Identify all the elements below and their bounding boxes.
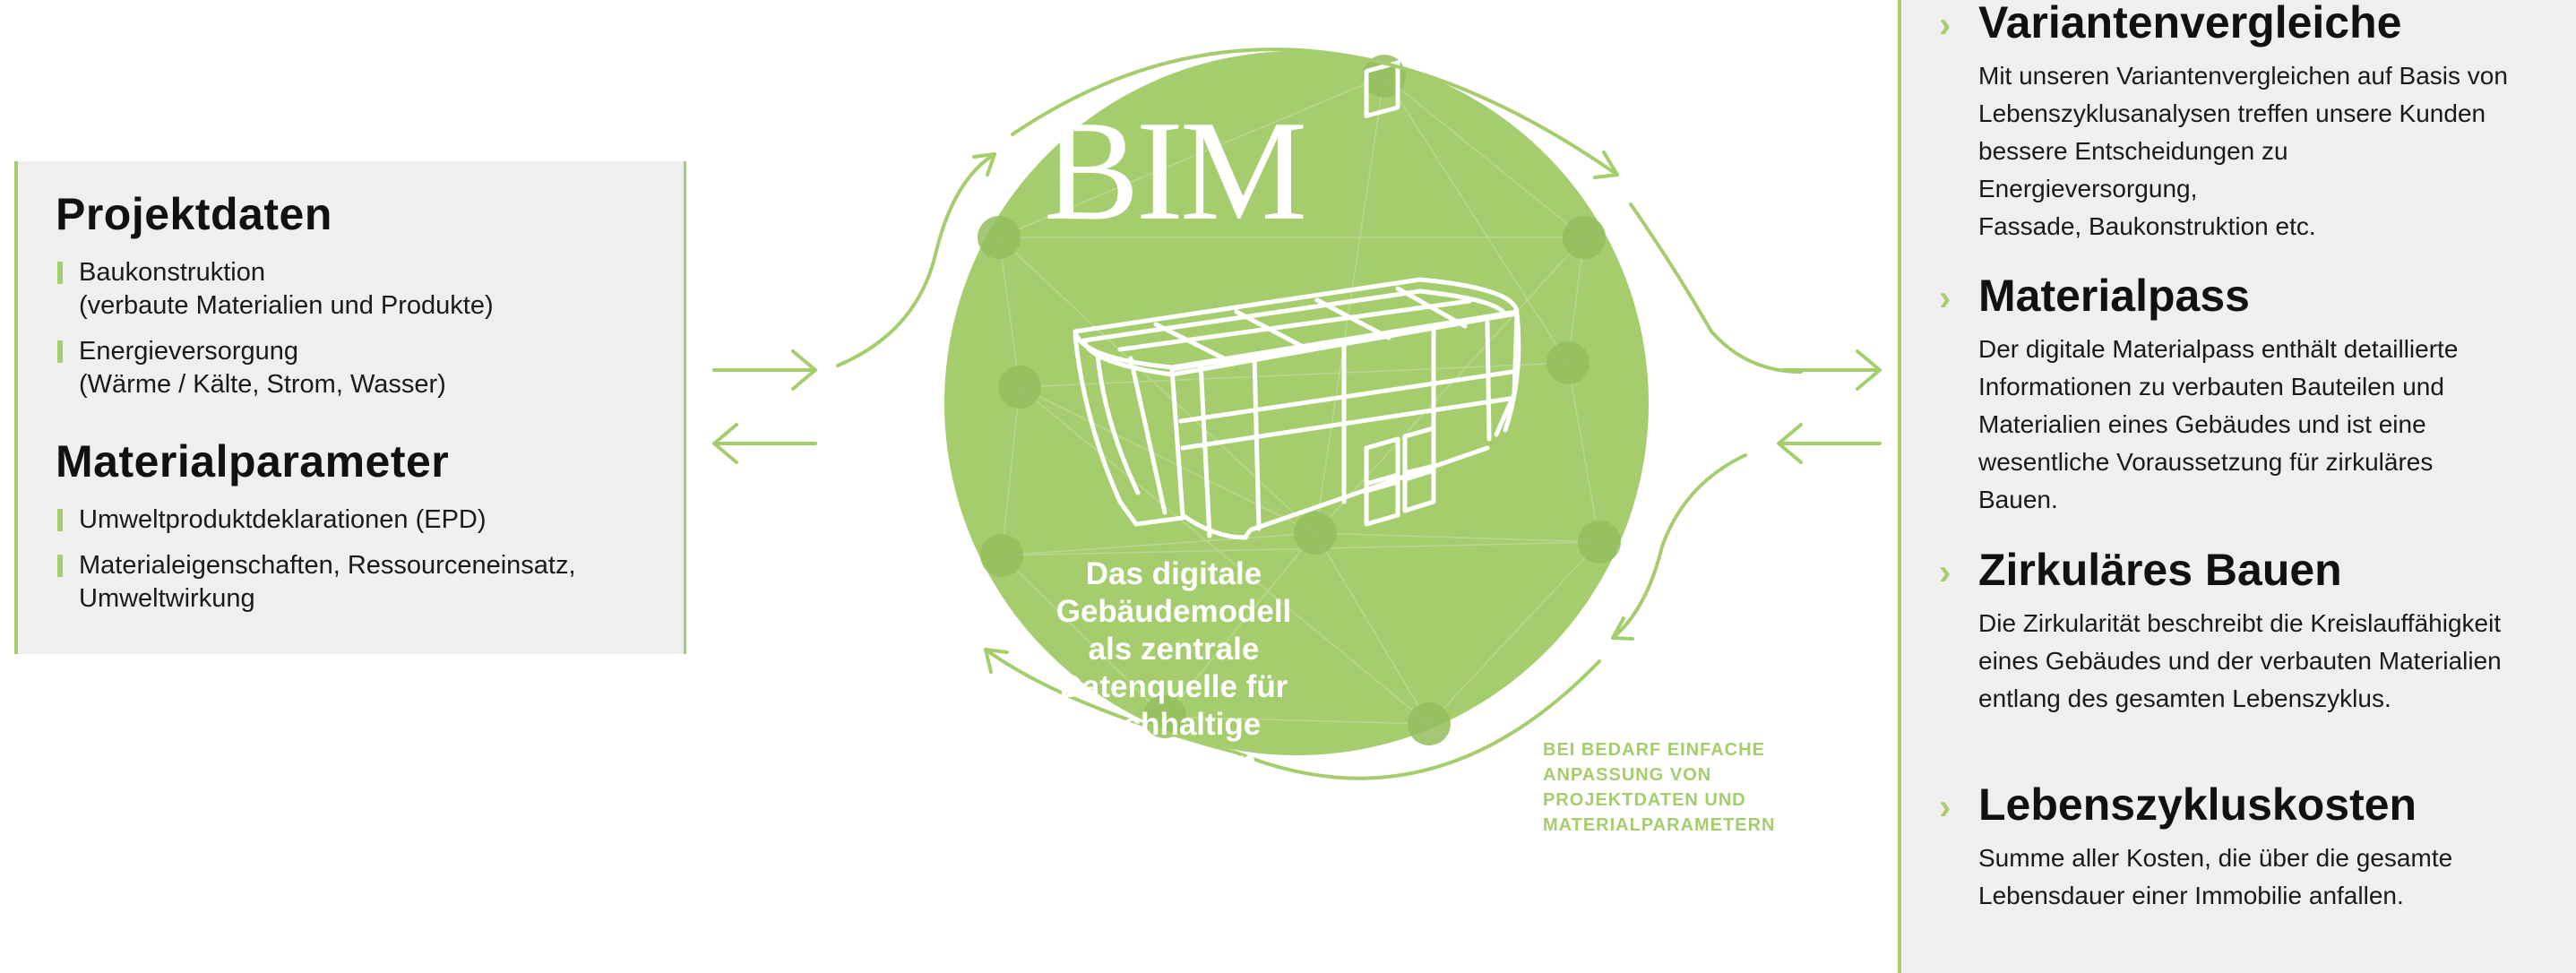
bullet-line: (Wärme / Kälte, Strom, Wasser)	[79, 370, 446, 399]
section-title-materialparameter: Materialparameter	[56, 436, 450, 486]
chevron-right-icon: ›	[1939, 553, 1951, 592]
desc-line: Die Zirkularität beschreibt die Kreislau…	[1978, 609, 2502, 637]
item-lebenszykluskosten: ›Lebenszykluskosten Summe aller Kosten, …	[1939, 779, 2512, 915]
desc-line: wesentliche Voraussetzung für zirkuläres…	[1978, 448, 2434, 513]
desc-line: Lebenszyklusanalysen treffen unsere Kund…	[1978, 99, 2486, 127]
desc-line: Summe aller Kosten, die über die gesamte	[1978, 844, 2453, 872]
item-variantenvergleiche: ›Variantenvergleiche Mit unseren Variant…	[1939, 0, 2512, 245]
item-title: ›Zirkuläres Bauen	[1939, 545, 2342, 595]
item-description: Die Zirkularität beschreibt die Kreislau…	[1978, 605, 2512, 718]
bullet-line: Materialeigenschaften, Ressourceneinsatz…	[79, 551, 576, 580]
bullet-item: Baukonstruktion (verbaute Materialien un…	[56, 256, 684, 323]
adjustment-note: BEI BEDARF EINFACHE ANPASSUNG VON PROJEK…	[1543, 737, 1775, 838]
note-line: BEI BEDARF EINFACHE	[1543, 740, 1765, 760]
input-panel: Projektdaten Baukonstruktion (verbaute M…	[14, 161, 686, 654]
bim-title: BIM	[1043, 90, 1307, 250]
bullet-item: Energieversorgung (Wärme / Kälte, Strom,…	[56, 335, 684, 401]
caption-line: als zentrale Datenquelle für	[1059, 632, 1288, 704]
bullet-line: Energieversorgung	[79, 337, 299, 366]
chevron-right-icon: ›	[1939, 5, 1951, 45]
item-description: Der digitale Materialpass enthält detail…	[1978, 331, 2512, 519]
item-title: ›Lebenszykluskosten	[1939, 779, 2417, 830]
bullet-item: Umweltproduktdeklarationen (EPD)	[56, 504, 684, 537]
section-title-projektdaten: Projektdaten	[56, 189, 332, 239]
desc-line: entlang des gesamten Lebenszyklus.	[1978, 685, 2391, 712]
desc-line: bessere Entscheidungen zu Energieversorg…	[1978, 137, 2288, 202]
desc-line: Lebensdauer einer Immobilie anfallen.	[1978, 882, 2404, 909]
desc-line: Materialien eines Gebäudes und ist eine	[1978, 410, 2426, 438]
network-lines	[998, 75, 1600, 725]
desc-line: Mit unseren Variantenvergleichen auf Bas…	[1978, 62, 2508, 90]
bullet-line: Umweltwirkung	[79, 584, 255, 613]
item-title: ›Variantenvergleiche	[1939, 0, 2402, 47]
note-line: PROJEKTDATEN UND	[1543, 790, 1746, 810]
item-zirkulaeres-bauen: ›Zirkuläres Bauen Die Zirkularität besch…	[1939, 544, 2512, 718]
bullet-line: (verbaute Materialien und Produkte)	[79, 291, 494, 320]
note-line: ANPASSUNG VON	[1543, 765, 1712, 785]
caption-line: nachhaltige Immobilien	[1086, 707, 1262, 779]
item-description: Mit unseren Variantenvergleichen auf Bas…	[1978, 57, 2512, 245]
chevron-right-icon: ›	[1939, 788, 1951, 827]
item-title: ›Materialpass	[1939, 271, 2250, 321]
bullet-line: Umweltproduktdeklarationen (EPD)	[79, 505, 487, 534]
bullet-line: Baukonstruktion	[79, 258, 265, 287]
cycle-arrows	[712, 47, 1882, 780]
item-description: Summe aller Kosten, die über die gesamte…	[1978, 840, 2512, 915]
bullet-item: Materialeigenschaften, Ressourceneinsatz…	[56, 549, 684, 616]
chevron-right-icon: ›	[1939, 279, 1951, 318]
building-wireframe-icon	[1073, 60, 1521, 540]
item-materialpass: ›Materialpass Der digitale Materialpass …	[1939, 270, 2512, 519]
desc-line: Der digitale Materialpass enthält detail…	[1978, 335, 2459, 363]
desc-line: Informationen zu verbauten Bauteilen und	[1978, 373, 2444, 400]
note-line: MATERIALPARAMETERN	[1543, 815, 1776, 835]
desc-line: eines Gebäudes und der verbauten Materia…	[1978, 647, 2502, 675]
output-panel: ›Variantenvergleiche Mit unseren Variant…	[1898, 0, 2576, 973]
circle-caption: Das digitale Gebäudemodell als zentrale …	[1012, 555, 1335, 781]
desc-line: Fassade, Baukonstruktion etc.	[1978, 212, 2316, 240]
caption-line: Das digitale Gebäudemodell	[1055, 556, 1292, 629]
